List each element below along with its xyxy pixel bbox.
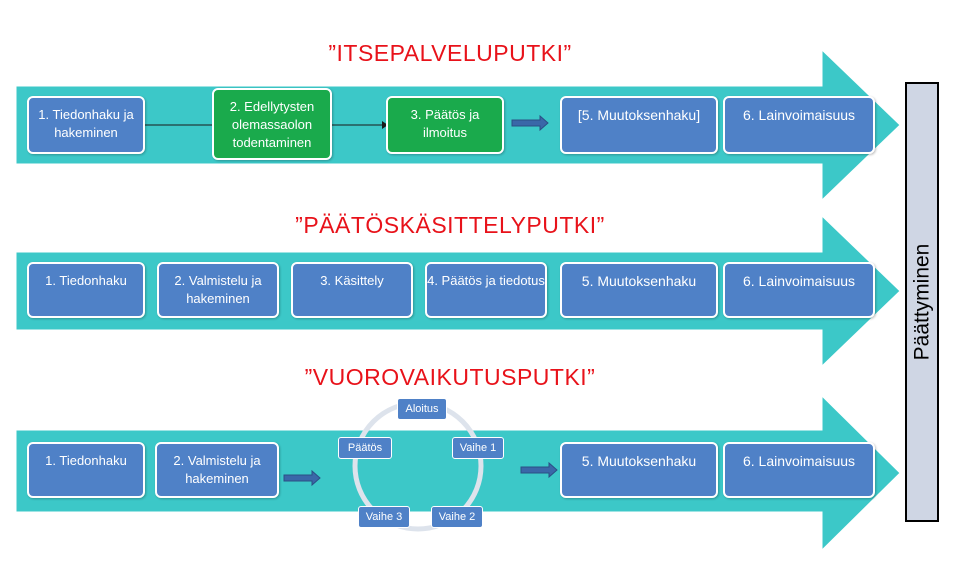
- step-box: 6. Lainvoimaisuus: [723, 96, 875, 154]
- cycle-step: Vaihe 1: [452, 437, 504, 459]
- cycle-step: Vaihe 2: [431, 506, 483, 528]
- pipeline-arrow-3: [15, 394, 901, 552]
- end-label: Päättyminen: [910, 243, 934, 361]
- cycle-step: Aloitus: [397, 398, 447, 420]
- step-box: 1. Tiedonhaku: [27, 442, 145, 498]
- cycle-step: Vaihe 3: [358, 506, 410, 528]
- step-box: 2. Valmistelu ja hakeminen: [157, 262, 279, 318]
- pipeline-title-1: ”ITSEPALVELUPUTKI”: [328, 40, 572, 66]
- pipeline-title-3: ”VUOROVAIKUTUSPUTKI”: [304, 364, 596, 390]
- step-box: [5. Muutoksenhaku]: [560, 96, 718, 154]
- step-box: 5. Muutoksenhaku: [560, 262, 718, 318]
- step-box: 2. Valmistelu ja hakeminen: [155, 442, 279, 498]
- connector-arrowhead: [382, 121, 388, 129]
- block-arrow-icon: [511, 114, 549, 132]
- step-box: 3. Käsittely: [291, 262, 413, 318]
- block-arrow-icon: [283, 469, 321, 487]
- step-box: 5. Muutoksenhaku: [560, 442, 718, 498]
- block-arrow-icon: [520, 461, 558, 479]
- step-box: 6. Lainvoimaisuus: [723, 262, 875, 318]
- step-box: 6. Lainvoimaisuus: [723, 442, 875, 498]
- end-bar: Päättyminen: [905, 82, 939, 522]
- step-box: 2. Edellytysten olemassaolon todentamine…: [212, 88, 332, 160]
- step-box: 1. Tiedonhaku: [27, 262, 145, 318]
- pipeline-title-2: ”PÄÄTÖSKÄSITTELYPUTKI”: [295, 212, 605, 238]
- step-box: 1. Tiedonhaku ja hakeminen: [27, 96, 145, 154]
- cycle-step: Päätös: [338, 437, 392, 459]
- step-box: 3. Päätös ja ilmoitus: [386, 96, 504, 154]
- step-box: 4. Päätös ja tiedotus: [425, 262, 547, 318]
